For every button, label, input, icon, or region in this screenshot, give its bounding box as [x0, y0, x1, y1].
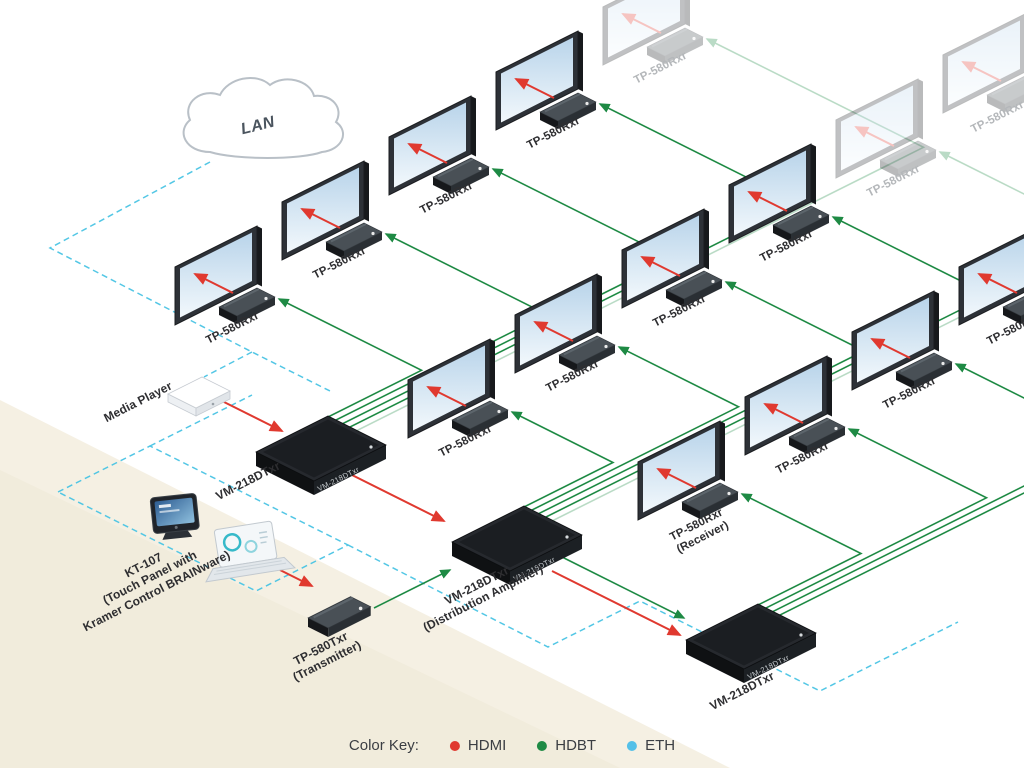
color-key-hdbt: HDBT: [536, 737, 596, 754]
eth-color-dot: [627, 740, 638, 751]
vm-218dtxr-unit-3: VM-218DTxr: [685, 603, 817, 684]
hdmi-key-label: HDMI: [467, 737, 507, 754]
color-key-title: Color Key:: [348, 737, 419, 754]
media-player-device: [167, 376, 231, 417]
hdbt-color-dot: [537, 740, 548, 751]
color-key-eth: ETH: [626, 737, 675, 754]
lan-cloud: [182, 77, 344, 159]
hdmi-display-arrows: [193, 78, 1018, 489]
eth-lines: [48, 161, 959, 692]
color-key-hdmi: HDMI: [449, 737, 506, 754]
hdmi-lines: [223, 401, 682, 636]
color-key: Color Key: HDMI HDBT ETH: [349, 737, 675, 754]
faded-devices: [602, 0, 1024, 179]
eth-key-label: ETH: [645, 737, 676, 754]
hdbt-key-label: HDBT: [555, 737, 597, 754]
laptop: [205, 520, 296, 583]
hdmi-color-dot: [449, 740, 460, 751]
kt-107-tablet: [149, 493, 200, 540]
